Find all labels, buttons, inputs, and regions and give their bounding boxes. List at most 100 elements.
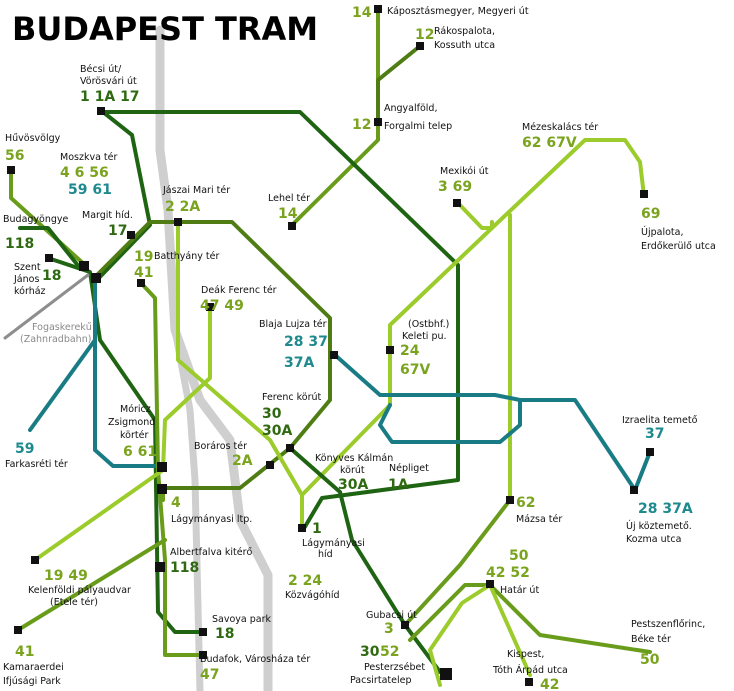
route-42	[428, 583, 532, 687]
map-title: BUDAPEST TRAM	[12, 10, 318, 48]
stop-name: Kozma utca	[626, 534, 681, 545]
stop-marker	[525, 678, 533, 686]
stop-name: Izraelita temető	[622, 415, 698, 426]
stop-name: Lágymányasi ltp.	[171, 514, 252, 525]
stop-lines: 12	[352, 117, 371, 133]
stop-name: Fogaskerekű	[32, 322, 92, 333]
route-2	[176, 220, 392, 497]
stop-name: Hűvösvölgy	[5, 133, 61, 144]
rail-north-south	[155, 25, 273, 691]
stop-marker	[266, 461, 274, 469]
stop-lines: 6 61	[123, 444, 157, 460]
stop-lines: 59 61	[68, 182, 112, 198]
route-1	[101, 110, 460, 532]
stop-name: Kossuth utca	[434, 40, 495, 51]
stop-name: Határ út	[500, 585, 539, 596]
stop-lines: 47	[200, 667, 219, 683]
stop-name: Közvágóhíd	[285, 590, 340, 601]
stop-name: Pestszenflőrinc,	[631, 619, 705, 630]
stop-lines: 2A	[232, 453, 253, 469]
stop-name: (Etele tér)	[50, 597, 98, 608]
route-19-41	[139, 281, 205, 657]
stop-name: Könyves Kálmán	[315, 453, 393, 464]
stop-name: Rákospalota,	[434, 26, 495, 37]
stop-name: Zsigmond	[108, 417, 155, 428]
stop-marker	[127, 231, 135, 239]
stop-marker	[646, 448, 654, 456]
stop-lines: 30	[360, 644, 380, 660]
stop-name: Béke tér	[631, 634, 671, 645]
stop-name: Móricz	[120, 404, 151, 415]
stop-lines: 50	[640, 652, 660, 668]
stop-lines: 56	[5, 148, 24, 164]
stop-lines: 1	[312, 521, 322, 537]
stop-name: Batthyány tér	[154, 251, 219, 262]
stop-name: (Zahnradbahn)	[20, 334, 91, 345]
stop-lines: 67V	[400, 362, 430, 378]
stop-labels: 14 Káposztásmegyer, Megyeri út 12 Rákosp…	[3, 5, 716, 691]
stop-name: Angyalföld,	[384, 103, 437, 114]
stop-marker	[79, 261, 89, 271]
stop-name: körút	[340, 465, 365, 476]
stop-marker	[453, 199, 461, 207]
stop-lines: 18	[42, 268, 61, 284]
stop-marker	[206, 303, 214, 311]
stop-lines: 62	[516, 495, 535, 511]
stop-name: Jászai Mari tér	[162, 185, 230, 196]
stop-lines: 3	[384, 621, 394, 637]
stop-lines: 4	[171, 495, 181, 511]
stop-lines: 50	[509, 548, 529, 564]
route-17	[93, 110, 152, 284]
stop-marker	[155, 562, 165, 572]
stop-name: Új köztemető.	[626, 520, 692, 532]
stop-lines: 69	[641, 206, 660, 222]
stop-marker	[97, 107, 105, 115]
stop-name: Gubacsi út	[366, 610, 417, 621]
stop-marker	[298, 524, 306, 532]
stop-lines: 28 37A	[638, 501, 693, 517]
stop-name: Boráros tér	[194, 441, 247, 452]
stop-name: Farkasréti tér	[5, 459, 68, 470]
stop-lines: 1 1A 17	[80, 89, 140, 105]
stop-marker	[199, 628, 207, 636]
stop-lines: 62 67V	[522, 135, 577, 151]
stop-name: Mexikói út	[440, 166, 489, 177]
stop-lines: 17	[108, 223, 127, 239]
stop-name: Mázsa tér	[516, 514, 562, 525]
stop-marker	[288, 222, 296, 230]
stop-name: Savoya park	[212, 614, 272, 625]
stop-name: Kamaraerdei	[3, 662, 64, 673]
route-47-49	[161, 305, 212, 472]
stop-name: kórház	[14, 286, 46, 297]
stop-name: Vörösvári út	[80, 76, 137, 87]
stop-marker	[91, 273, 101, 283]
stop-name: Pacsirtatelep	[350, 675, 411, 686]
stop-marker	[486, 580, 494, 588]
stop-lines: 18	[215, 626, 234, 642]
stop-lines: 37A	[284, 355, 314, 371]
stop-lines: 37	[645, 426, 664, 442]
stop-name: Deák Ferenc tér	[201, 285, 277, 296]
stop-lines: 12	[415, 27, 434, 43]
route-12	[376, 44, 422, 124]
stop-lines: 14	[352, 5, 372, 21]
stop-lines: 2 24	[288, 573, 322, 589]
stop-lines: 19	[134, 249, 153, 265]
stop-marker	[374, 118, 382, 126]
stop-marker	[506, 496, 514, 504]
stop-name: Moszkva tér	[60, 152, 117, 163]
stop-lines: 30	[262, 406, 282, 422]
stop-name: Budagyöngye	[3, 214, 69, 225]
stop-lines: 30A	[338, 477, 368, 493]
stop-lines: 59	[15, 441, 34, 457]
stop-lines: 41	[134, 265, 153, 281]
stop-name: Erdőkerülő utca	[641, 241, 716, 252]
stop-name: Lágymányasi	[302, 538, 365, 549]
stop-lines: 14	[278, 206, 298, 222]
stop-marker	[440, 668, 452, 680]
stop-lines: 24	[400, 343, 420, 359]
stop-lines: 19 49	[44, 568, 88, 584]
route-19-49	[33, 468, 165, 562]
stop-name: Szent	[14, 262, 41, 273]
